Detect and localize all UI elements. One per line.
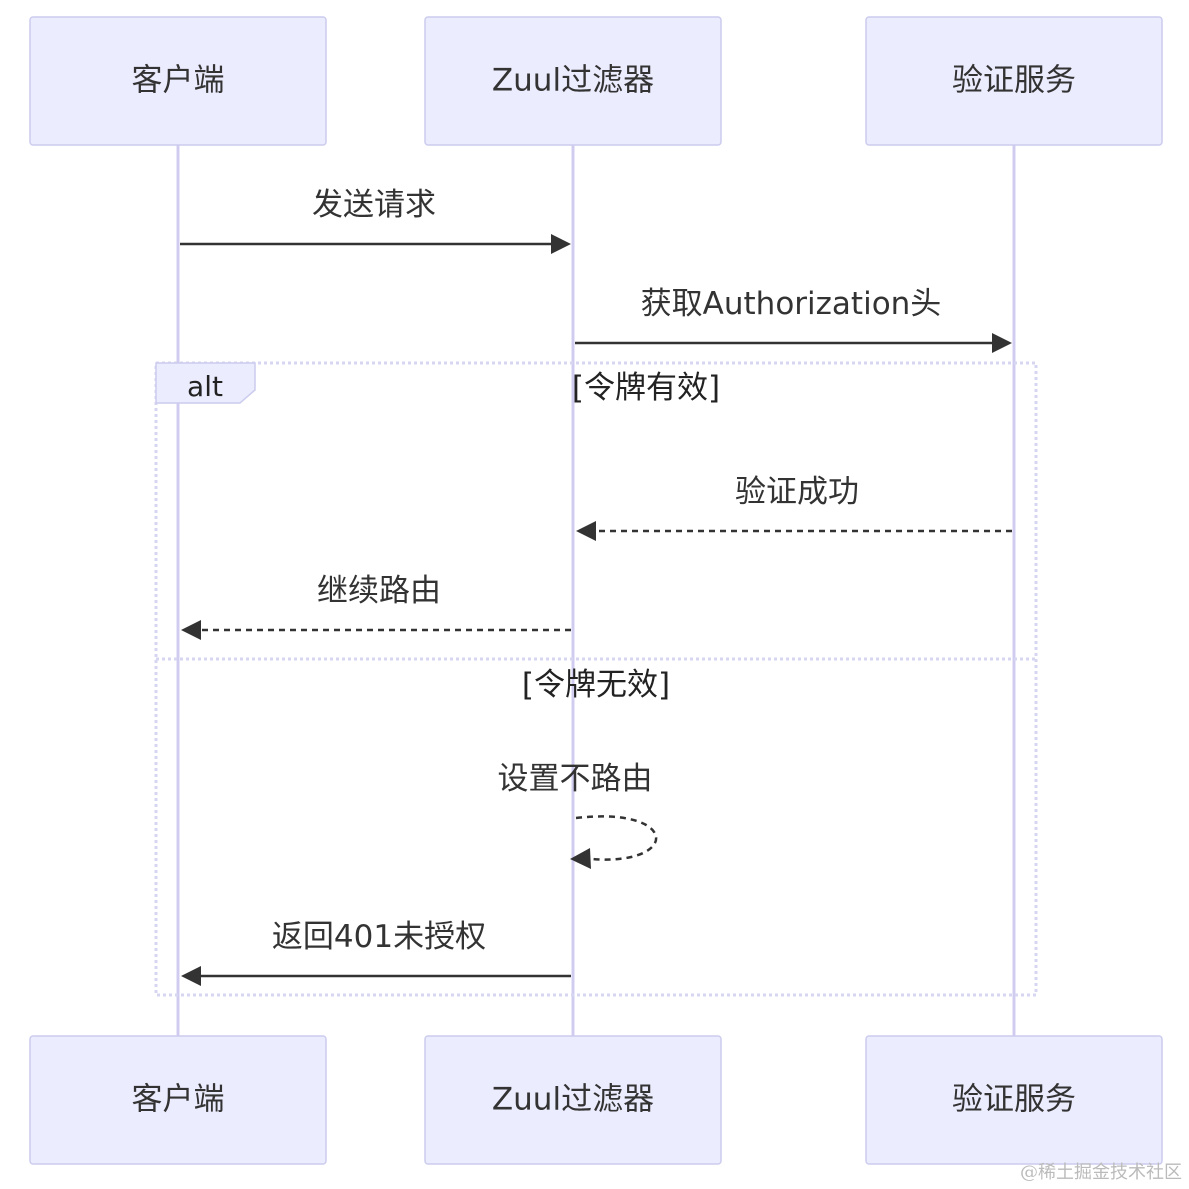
participant-zuul-filter-bottom-label: Zuul过滤器: [492, 1082, 654, 1118]
alt-condition-invalid: [令牌无效]: [522, 667, 670, 703]
alt-frame-tab: [155, 362, 256, 404]
message-continue-routing-arrowhead: [181, 620, 201, 640]
participant-auth-service-bottom-label: 验证服务: [952, 1082, 1076, 1118]
message-set-no-routing-loop: [575, 815, 658, 861]
participant-client-bottom: 客户端: [29, 1035, 327, 1165]
message-send-request-arrowhead: [551, 234, 571, 254]
participant-auth-service-bottom: 验证服务: [865, 1035, 1163, 1165]
participant-auth-service-top-label: 验证服务: [952, 63, 1076, 99]
message-return-401-arrowhead: [181, 966, 201, 986]
message-get-auth-header-label: 获取Authorization头: [641, 286, 942, 322]
participant-client-bottom-label: 客户端: [132, 1082, 225, 1118]
message-set-no-routing-label: 设置不路由: [498, 761, 653, 797]
participant-zuul-filter-top: Zuul过滤器: [424, 16, 722, 146]
alt-frame-border: [154, 361, 1038, 997]
message-continue-routing: 继续路由: [181, 573, 571, 640]
message-get-auth-header-arrowhead: [992, 333, 1012, 353]
participant-client-top: 客户端: [29, 16, 327, 146]
message-auth-success-label: 验证成功: [735, 474, 859, 510]
alt-condition-valid: [令牌有效]: [572, 370, 720, 406]
participant-auth-service-top: 验证服务: [865, 16, 1163, 146]
message-return-401-label: 返回401未授权: [272, 919, 486, 955]
message-set-no-routing: 设置不路由: [498, 761, 658, 869]
participant-zuul-filter-top-label: Zuul过滤器: [492, 63, 654, 99]
message-set-no-routing-arrowhead: [570, 848, 591, 869]
message-continue-routing-label: 继续路由: [317, 573, 441, 609]
message-send-request: 发送请求: [180, 187, 571, 254]
message-auth-success: 验证成功: [576, 474, 1012, 541]
participant-zuul-filter-bottom: Zuul过滤器: [424, 1035, 722, 1165]
message-return-401: 返回401未授权: [181, 919, 571, 986]
message-send-request-label: 发送请求: [312, 187, 436, 223]
alt-frame-label: alt: [187, 370, 223, 403]
watermark-text: @稀土掘金技术社区: [1020, 1162, 1182, 1183]
message-get-auth-header: 获取Authorization头: [575, 286, 1012, 353]
participant-client-top-label: 客户端: [132, 63, 225, 99]
message-auth-success-arrowhead: [576, 521, 596, 541]
alt-frame: alt [令牌有效] [令牌无效]: [154, 361, 1038, 997]
